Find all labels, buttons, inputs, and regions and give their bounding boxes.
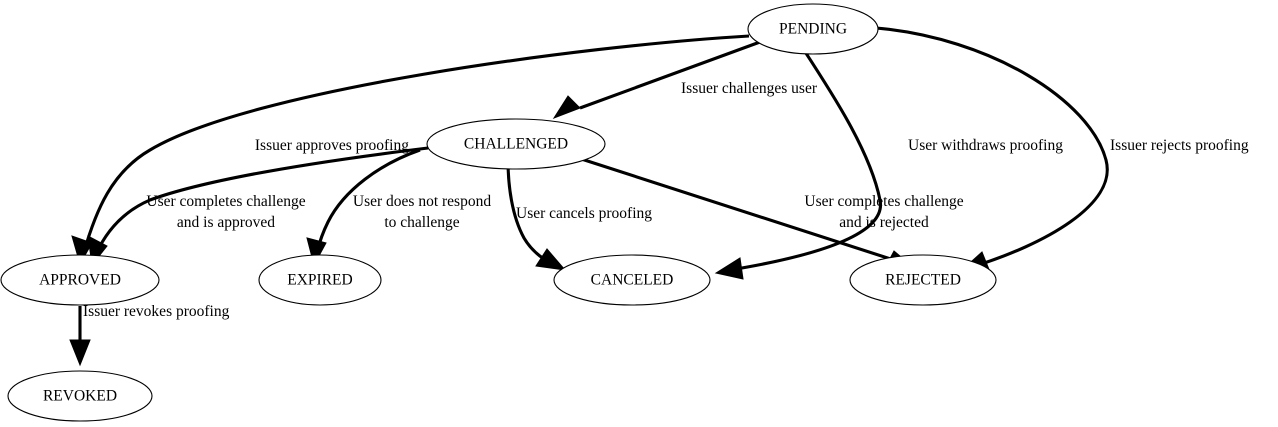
edge-challenged-to-canceled[interactable]: User cancels proofing [506, 159, 652, 271]
arrowhead-icon [714, 257, 744, 280]
node-revoked[interactable]: REVOKED [7, 370, 153, 422]
edge-line [875, 26, 1109, 268]
edge-label-user-completes-challenge-rejected-line2: and is rejected [839, 214, 929, 231]
node-label: EXPIRED [287, 272, 352, 289]
node-label: CHALLENGED [464, 136, 568, 153]
edge-label-user-completes-challenge-approved-line1: User completes challenge [146, 193, 305, 210]
edge-challenged-to-expired[interactable]: User does not respond to challenge [306, 148, 491, 267]
node-canceled[interactable]: CANCELED [553, 254, 711, 306]
edge-label-user-does-not-respond-line1: User does not respond [353, 193, 491, 210]
edge-pending-to-challenged[interactable]: Issuer challenges user [552, 40, 818, 120]
edge-label-user-withdraws-proofing: User withdraws proofing [908, 137, 1063, 154]
edge-label-issuer-approves-proofing: Issuer approves proofing [255, 137, 409, 154]
arrowhead-icon [552, 95, 581, 120]
edge-line [579, 40, 761, 110]
node-rejected[interactable]: REJECTED [849, 254, 997, 306]
node-shape [553, 254, 711, 306]
arrowhead-icon [306, 237, 327, 267]
node-shape [7, 370, 153, 422]
edge-label-user-completes-challenge-approved-line2: and is approved [177, 214, 275, 231]
node-label: REVOKED [43, 388, 117, 405]
edge-label-user-does-not-respond-line2: to challenge [384, 214, 459, 231]
edge-label-issuer-rejects-proofing: Issuer rejects proofing [1110, 137, 1249, 154]
node-shape [747, 3, 879, 55]
node-label: REJECTED [885, 272, 961, 289]
edge-pending-to-approved[interactable]: Issuer approves proofing [71, 34, 750, 266]
edge-line [729, 43, 883, 272]
edge-line [94, 146, 429, 255]
edge-line [571, 154, 901, 264]
node-shape [849, 254, 997, 306]
node-label: CANCELED [591, 272, 674, 289]
node-shape [426, 118, 606, 170]
arrowhead-icon [69, 339, 91, 367]
node-shape [258, 254, 382, 306]
edge-label-user-completes-challenge-rejected-line1: User completes challenge [804, 193, 963, 210]
node-label: APPROVED [39, 272, 121, 289]
edge-label-user-cancels-proofing: User cancels proofing [516, 205, 652, 222]
node-pending[interactable]: PENDING [747, 3, 879, 55]
edge-label-issuer-revokes-proofing: Issuer revokes proofing [83, 303, 230, 320]
edge-label-issuer-challenges-user: Issuer challenges user [681, 80, 818, 97]
arrowhead-icon [71, 235, 93, 266]
arrowhead-icon [535, 248, 567, 271]
node-shape [0, 254, 160, 306]
edge-line [82, 34, 750, 253]
node-label: PENDING [779, 21, 847, 38]
node-approved[interactable]: APPROVED [0, 254, 160, 306]
node-expired[interactable]: EXPIRED [258, 254, 382, 306]
edge-approved-to-revoked[interactable]: Issuer revokes proofing [69, 303, 230, 367]
edge-pending-to-rejected[interactable]: Issuer rejects proofing [875, 26, 1249, 273]
node-challenged[interactable]: CHALLENGED [426, 118, 606, 170]
edge-pending-to-canceled[interactable]: User withdraws proofing [714, 43, 1063, 280]
